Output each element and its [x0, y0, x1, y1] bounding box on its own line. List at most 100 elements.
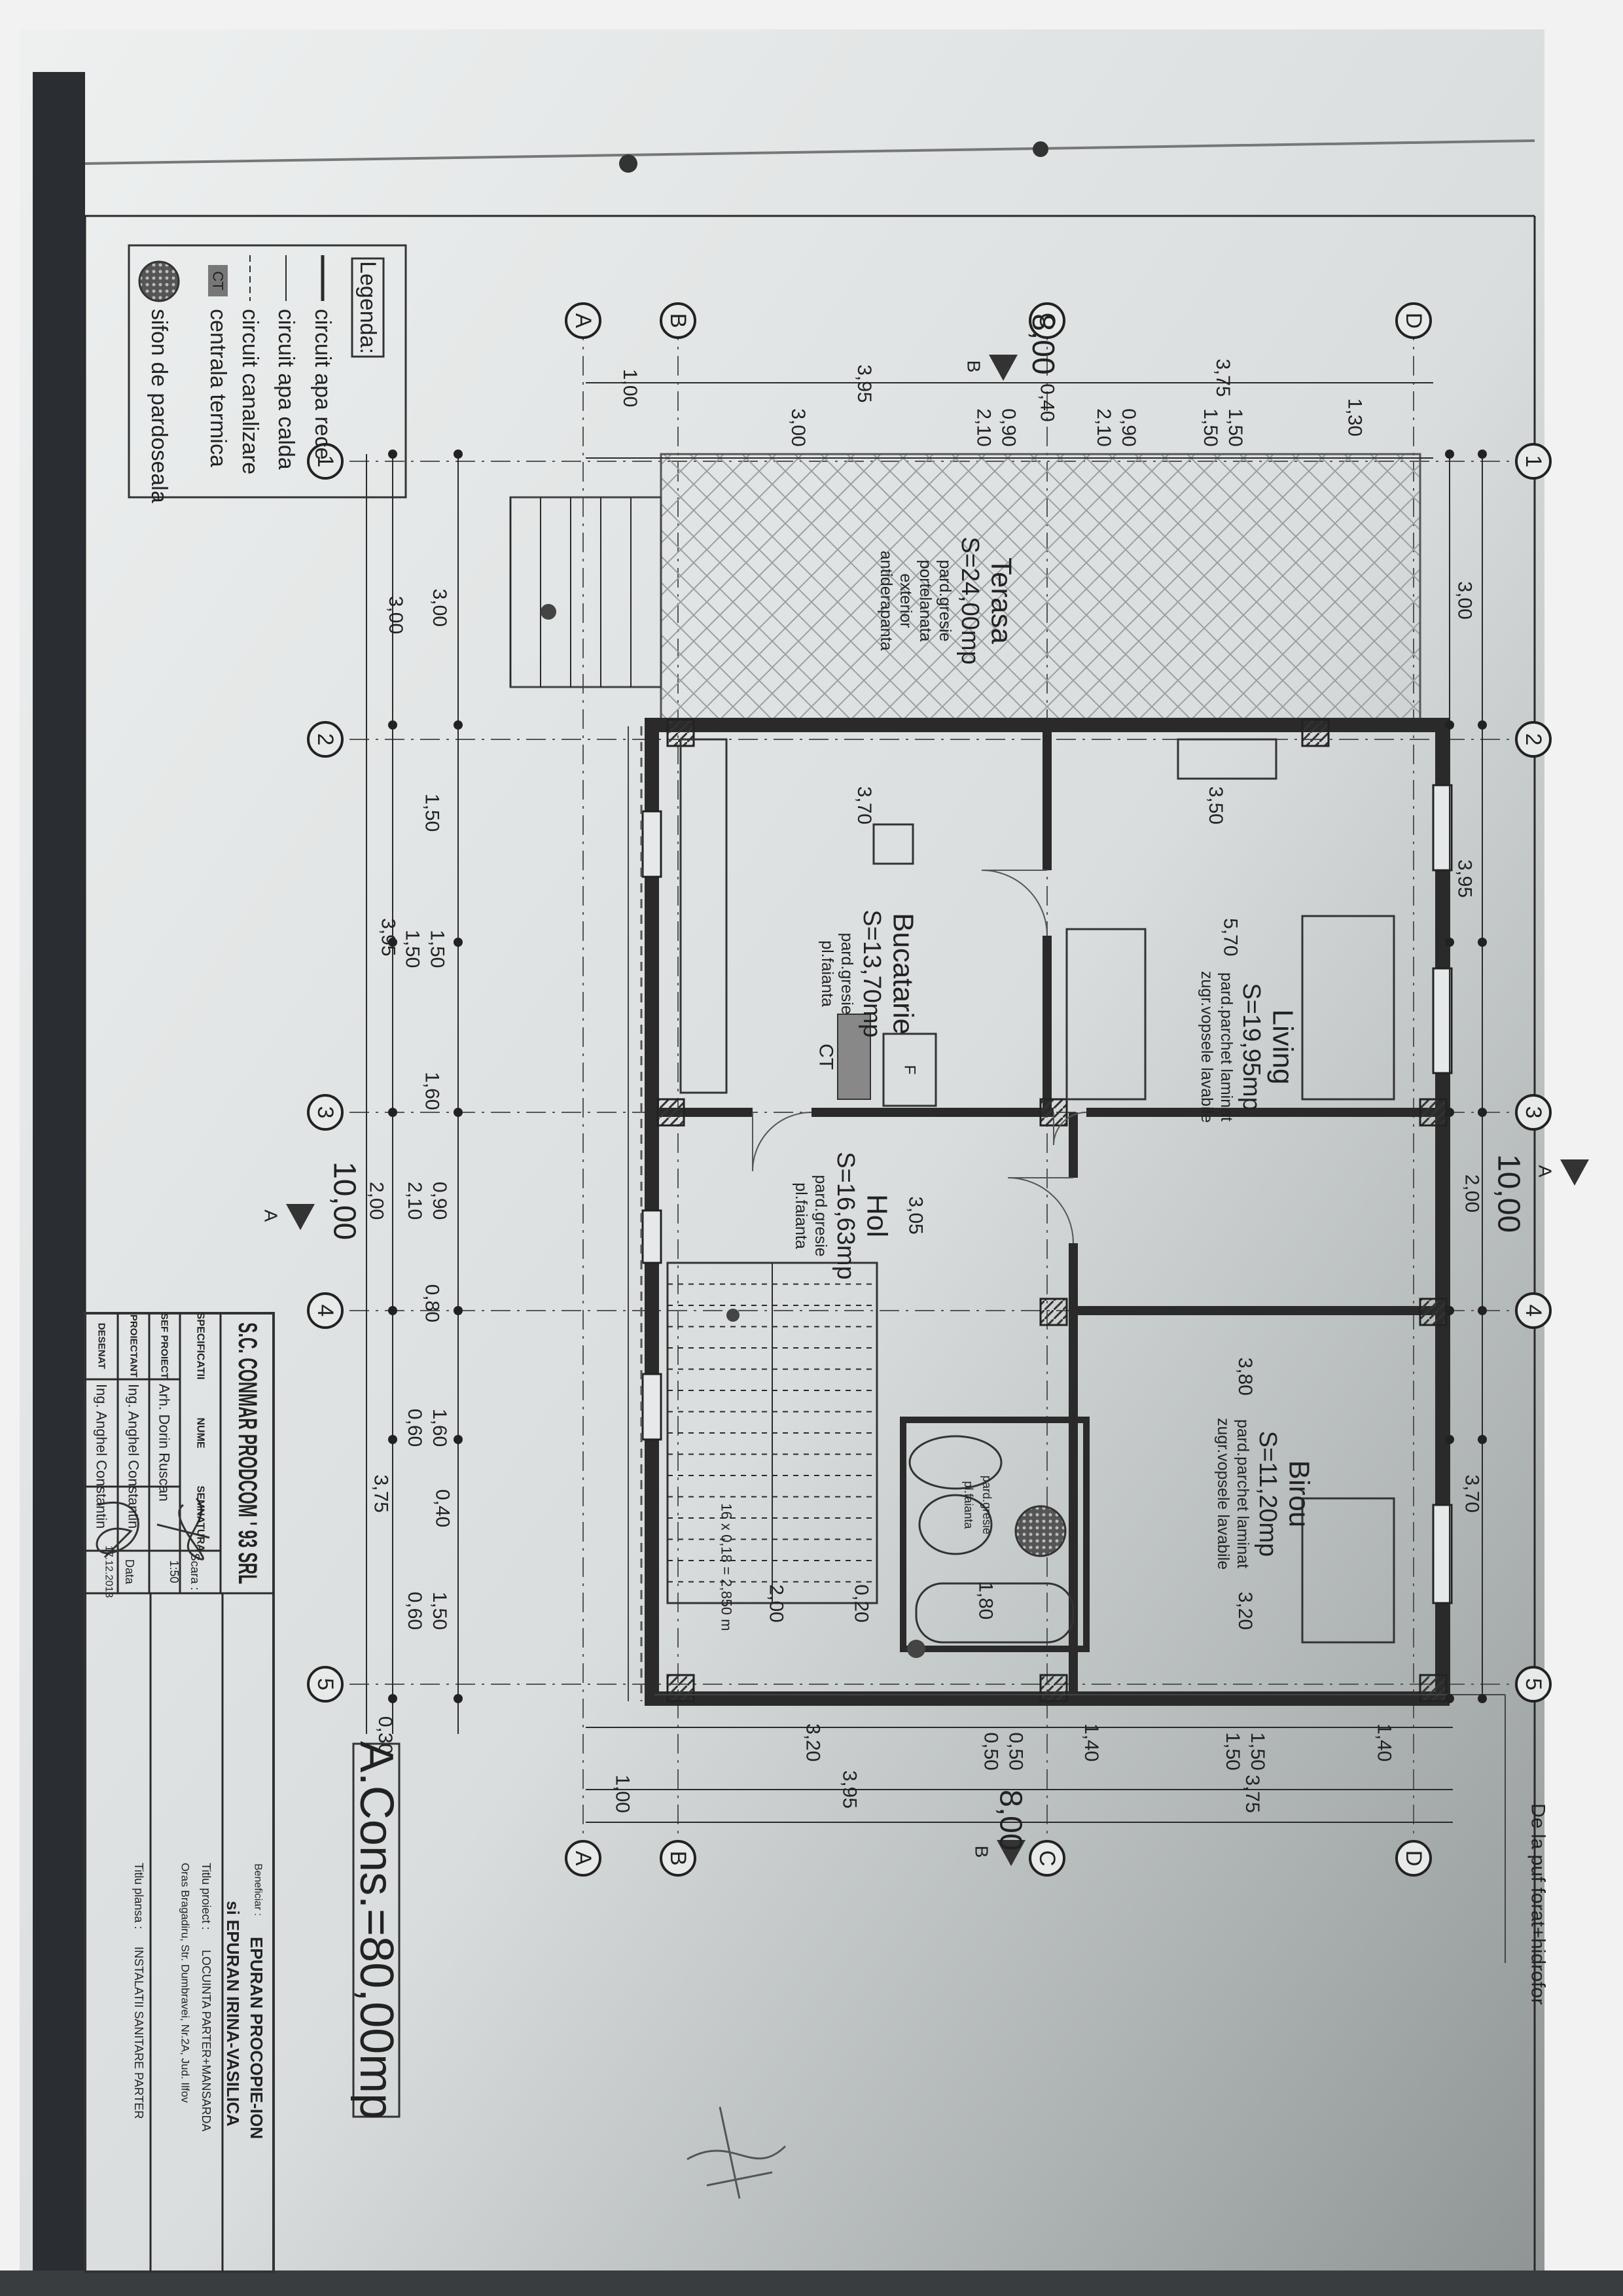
dimension-tick — [454, 720, 463, 730]
room-finish: pl.faianta — [818, 940, 836, 1007]
axis-bubble-C — [1029, 1840, 1065, 1877]
dimension-tick — [454, 450, 463, 459]
section-mark-label: A — [261, 1210, 281, 1222]
dimension-tick — [388, 720, 397, 730]
fold-mark — [619, 154, 637, 173]
dimension-value: 2,10 — [1093, 408, 1115, 446]
dimension-value: 0,40 — [431, 1489, 453, 1527]
structural-column — [1301, 718, 1330, 747]
axis-bubble-4 — [1515, 1292, 1552, 1329]
dimension-value: 3,50 — [1205, 786, 1226, 824]
dimension-value: 3,95 — [839, 1771, 861, 1809]
dimension-value: 3,05 — [904, 1196, 926, 1234]
axis-letter-C: C — [1035, 1850, 1060, 1867]
beneficiary-name: EPURAN PROCOPIE-ION — [247, 1937, 266, 2139]
dimension-tick — [388, 1435, 397, 1444]
total-area-box — [352, 1742, 401, 2118]
axis-bubble-A — [565, 302, 601, 339]
sofa — [1065, 928, 1147, 1101]
room-finish: portelanata — [916, 559, 935, 641]
structural-column — [1419, 1298, 1448, 1326]
dimension-value: 3,80 — [1234, 1358, 1256, 1396]
room-area: S=16,63mp — [832, 1152, 859, 1279]
room-area: S=24,00mp — [956, 537, 984, 664]
kitchen-counter — [679, 738, 728, 1094]
title-block-name: Ing. Anghel Constantin — [126, 1384, 142, 1528]
dimension-value: 0,90 — [429, 1182, 450, 1220]
pipe-riser — [726, 1309, 740, 1322]
dimension-value: 1,40 — [1373, 1723, 1395, 1761]
dimension-value: 0,50 — [1005, 1732, 1027, 1770]
dimension-value: 0,90 — [1118, 408, 1139, 446]
door-swing — [1007, 1177, 1074, 1244]
rain-drain-icon — [541, 604, 556, 620]
legend-item: circuit apa calda — [274, 309, 298, 470]
section-arrow-icon — [997, 1840, 1026, 1866]
dimension-tick — [1478, 450, 1487, 459]
dimension-value: 0,60 — [404, 1592, 425, 1630]
fridge-label: F — [901, 1065, 919, 1075]
dimension-value: 1,00 — [619, 369, 641, 407]
dimension-value: 3,95 — [378, 918, 399, 956]
section-mark-label: B — [972, 1846, 992, 1858]
room-name: Terasa — [986, 557, 1018, 645]
legend-ct-label: CT — [210, 271, 226, 290]
handwritten-note — [687, 2106, 787, 2199]
axis-number-5: 5 — [1521, 1678, 1546, 1691]
armchair — [1301, 915, 1395, 1101]
legend-title: Legenda: — [355, 261, 380, 354]
room-finish: pard.parchet laminat — [1234, 1419, 1252, 1568]
dimension-value: 1,50 — [429, 1592, 450, 1630]
dimension-value: 3,00 — [1454, 581, 1476, 619]
axis-bubble-1 — [1515, 443, 1552, 480]
structural-column — [1039, 1674, 1068, 1703]
total-area-label: A.Cons.=80,00mp — [350, 1741, 402, 2119]
dimension-value: 3,95 — [853, 364, 875, 402]
axis-number-4: 4 — [313, 1305, 338, 1317]
bathroom-finish: pard.gresie — [980, 1475, 993, 1534]
plan-label: Titlu plansa : — [132, 1863, 145, 1929]
axis-bubble-5 — [307, 1666, 344, 1703]
dimension-value: 1,50 — [427, 930, 448, 968]
axis-letter-B: B — [666, 1851, 690, 1866]
title-block-header: NUME — [195, 1417, 206, 1448]
title-block-role: PROIECTANT — [128, 1315, 139, 1377]
dimension-value: 3,00 — [787, 408, 809, 446]
dimension-tick — [1478, 1306, 1487, 1315]
dimension-tick — [1445, 1435, 1454, 1444]
stair-note: 16 x 0,18 = 2,850 m — [719, 1503, 735, 1631]
dimension-tick — [388, 1694, 397, 1703]
dimension-value: 1,50 — [1222, 1732, 1243, 1770]
axis-bubble-5 — [1515, 1666, 1552, 1703]
dimension-value: 3,75 — [1241, 1775, 1263, 1812]
kitchen-sink — [872, 823, 914, 865]
plan-title: INSTALATII SANITARE PARTER — [132, 1947, 145, 2119]
dimension-value: 1,50 — [1200, 408, 1221, 446]
bottom-edge — [0, 2270, 1623, 2296]
date-label: Data — [123, 1559, 136, 1585]
title-block-name: Ing. Anghel Constantin — [94, 1384, 110, 1528]
structural-column — [656, 1098, 685, 1127]
dimension-value: 1,60 — [429, 1409, 450, 1447]
axis-bubble-B — [660, 1840, 696, 1877]
axis-letter-A: A — [571, 1851, 596, 1866]
axis-bubble-1 — [307, 443, 344, 480]
dimension-value: 3,70 — [1461, 1475, 1483, 1513]
room-name: Living — [1267, 1010, 1299, 1085]
dimension-value: 10,00 — [327, 1161, 361, 1240]
dimension-tick — [1445, 938, 1454, 947]
axis-number-1: 1 — [1521, 455, 1546, 468]
dimension-tick — [388, 450, 397, 459]
section-mark-label: B — [964, 361, 984, 373]
dimension-value: 2,00 — [366, 1182, 387, 1220]
axis-bubble-A — [565, 1840, 601, 1877]
axis-bubble-D — [1395, 302, 1432, 339]
dimension-value: 3,00 — [385, 596, 406, 634]
project-title: LOCUINTA PARTER+MANSARDA — [200, 1950, 213, 2132]
axis-bubble-2 — [1515, 721, 1552, 758]
title-block-header: SEMNATURA — [195, 1485, 206, 1551]
legend-title-box — [351, 257, 385, 358]
axis-letter-A: A — [571, 313, 596, 328]
axis-bubble-4 — [307, 1292, 344, 1329]
terrace-area — [660, 453, 1421, 726]
